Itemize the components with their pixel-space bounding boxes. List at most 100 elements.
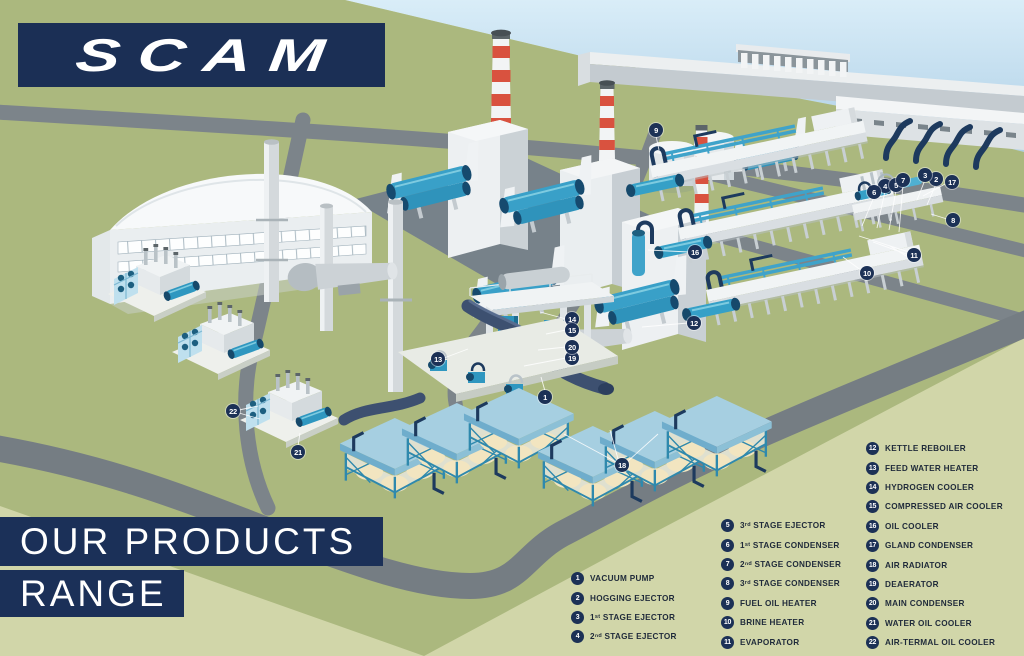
legend-label: 1ˢᵗ STAGE CONDENSER — [740, 540, 840, 550]
scene-callout-6: 6 — [867, 185, 881, 199]
legend-number-badge: 4 — [571, 630, 584, 644]
legend-item-19: 19 DEAERATOR — [866, 575, 1003, 594]
legend-label: BRINE HEATER — [740, 618, 805, 628]
legend-number-badge: 3 — [571, 610, 584, 624]
dam — [578, 44, 1024, 116]
legend-number-badge: 11 — [721, 635, 734, 649]
legend-label: GLAND CONDENSER — [885, 541, 974, 551]
legend-label: FEED WATER HEATER — [885, 463, 979, 473]
scene-callout-16: 16 — [688, 245, 702, 259]
scene-callout-22: 22 — [226, 404, 240, 418]
legend-label: VACUUM PUMP — [590, 574, 655, 584]
legend-item-20: 20 MAIN CONDENSER — [866, 594, 1003, 613]
legend-number-badge: 18 — [866, 558, 879, 572]
legend-item-16: 16 OIL COOLER — [866, 517, 1003, 536]
legend-label: DEAERATOR — [885, 579, 939, 589]
scene-callout-20: 20 — [565, 340, 579, 354]
scene-callout-11: 11 — [907, 248, 921, 262]
legend-item-11: 11 EVAPORATOR — [721, 632, 841, 651]
legend-label: AIR RADIATOR — [885, 560, 948, 570]
legend-label: 2ⁿᵈ STAGE CONDENSER — [740, 559, 842, 569]
legend-number-badge: 15 — [866, 500, 879, 514]
brand-logo: SCAM — [18, 23, 385, 87]
scene-callout-13: 13 — [431, 352, 445, 366]
scene-callout-3: 3 — [918, 168, 932, 182]
legend-item-21: 21 WATER OIL COOLER — [866, 614, 1003, 633]
oil-cooler-vessel — [632, 220, 654, 276]
scene-callout-10: 10 — [860, 266, 874, 280]
title-bar-line2: RANGE — [0, 570, 184, 617]
page-title-line1: OUR PRODUCTS — [20, 520, 357, 562]
legend-number-badge: 22 — [866, 636, 879, 650]
legend-number-badge: 2 — [571, 591, 584, 605]
legend-label: 3ʳᵈ STAGE CONDENSER — [740, 579, 840, 589]
legend-label: AIR-TERMAL OIL COOLER — [885, 638, 996, 648]
legend-number-badge: 8 — [721, 577, 734, 591]
scene-callout-9: 9 — [649, 123, 663, 137]
legend-item-9: 9 FUEL OIL HEATER — [721, 594, 841, 613]
scene-callout-15: 15 — [565, 323, 579, 337]
legend-item-1: 1 VACUUM PUMP — [571, 569, 677, 588]
brand-logo-text: SCAM — [73, 29, 345, 81]
legend-item-18: 18 AIR RADIATOR — [866, 555, 1003, 574]
scene-callout-4: 4 — [878, 179, 892, 193]
legend-item-4: 4 2ⁿᵈ STAGE EJECTOR — [571, 627, 677, 646]
legend-number-badge: 17 — [866, 539, 879, 553]
legend-label: 1ˢᵗ STAGE EJECTOR — [590, 612, 676, 622]
legend-item-10: 10 BRINE HEATER — [721, 613, 841, 632]
legend-number-badge: 13 — [866, 461, 879, 475]
intake-building — [836, 96, 1024, 170]
scene-callout-17: 17 — [945, 175, 959, 189]
legend-number-badge: 9 — [721, 596, 734, 610]
title-bar-line1: OUR PRODUCTS — [0, 517, 383, 566]
legend-item-14: 14 HYDROGEN COOLER — [866, 478, 1003, 497]
legend-item-3: 3 1ˢᵗ STAGE EJECTOR — [571, 608, 677, 627]
scene-callout-19: 19 — [565, 351, 579, 365]
legend-label: 3ʳᵈ STAGE EJECTOR — [740, 521, 826, 531]
legend-number-badge: 14 — [866, 480, 879, 494]
legend-number-badge: 16 — [866, 519, 879, 533]
legend-number-badge: 21 — [866, 616, 879, 630]
legend-item-7: 7 2ⁿᵈ STAGE CONDENSER — [721, 555, 841, 574]
scene-callout-1: 1 — [538, 390, 552, 404]
legend-label: 2ⁿᵈ STAGE EJECTOR — [590, 632, 677, 642]
legend-number-badge: 5 — [721, 519, 734, 533]
legend-item-13: 13 FEED WATER HEATER — [866, 458, 1003, 477]
legend-number-badge: 20 — [866, 597, 879, 611]
legend-label: KETTLE REBOILER — [885, 444, 966, 454]
legend-label: EVAPORATOR — [740, 637, 800, 647]
legend-number-badge: 10 — [721, 616, 734, 630]
scene-callout-2: 2 — [929, 172, 943, 186]
legend-number-badge: 7 — [721, 557, 734, 571]
legend-label: WATER OIL COOLER — [885, 618, 972, 628]
legend-number-badge: 19 — [866, 577, 879, 591]
scene-callout-12: 12 — [687, 316, 701, 330]
legend-column-1: 1 VACUUM PUMP 2 HOGGING EJECTOR 3 1ˢᵗ STAGE E… — [571, 569, 677, 647]
legend-number-badge: 1 — [571, 572, 584, 586]
legend-label: OIL COOLER — [885, 521, 939, 531]
page-title-line2: RANGE — [20, 572, 167, 614]
intake-pipes — [883, 118, 1003, 170]
scene-callout-7: 7 — [896, 173, 910, 187]
legend-label: HYDROGEN COOLER — [885, 482, 975, 492]
scene-callout-18: 18 — [615, 458, 629, 472]
scene-callout-14: 14 — [565, 312, 579, 326]
legend-item-8: 8 3ʳᵈ STAGE CONDENSER — [721, 574, 841, 593]
legend-label: FUEL OIL HEATER — [740, 598, 817, 608]
legend-item-15: 15 COMPRESSED AIR COOLER — [866, 497, 1003, 516]
legend-item-6: 6 1ˢᵗ STAGE CONDENSER — [721, 535, 841, 554]
legend-label: HOGGING EJECTOR — [590, 593, 675, 603]
legend-number-badge: 6 — [721, 538, 734, 552]
scene-callout-21: 21 — [291, 445, 305, 459]
leader-lines — [238, 135, 948, 463]
legend-label: MAIN CONDENSER — [885, 599, 965, 609]
legend-label: COMPRESSED AIR COOLER — [885, 502, 1003, 512]
legend-item-22: 22 AIR-TERMAL OIL COOLER — [866, 633, 1003, 652]
legend-item-2: 2 HOGGING EJECTOR — [571, 588, 677, 607]
legend-item-5: 5 3ʳᵈ STAGE EJECTOR — [721, 516, 841, 535]
